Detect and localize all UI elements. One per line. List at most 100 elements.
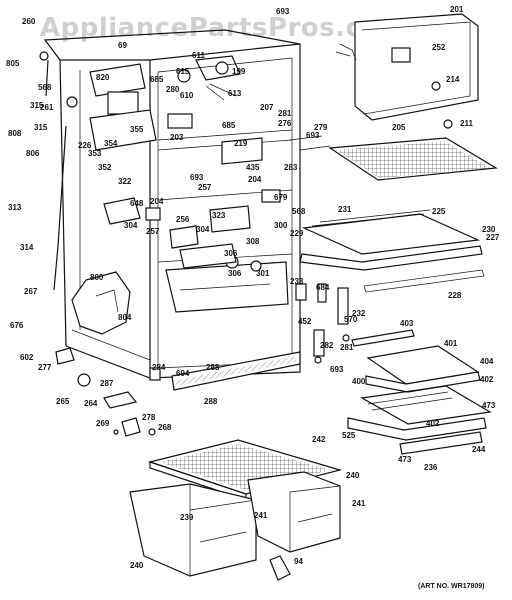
art-number: (ART NO. WR17809) <box>418 583 485 590</box>
callout-693: 693 <box>330 365 344 374</box>
callout-315: 315 <box>34 123 48 132</box>
slide-shelf-401 <box>351 329 481 393</box>
callout-402: 402 <box>480 375 494 384</box>
bottom-grille <box>55 347 301 437</box>
wire-shelf-205 <box>328 119 498 181</box>
callout-806: 806 <box>26 149 40 158</box>
callout-570: 570 <box>344 315 358 324</box>
callout-242: 242 <box>312 435 326 444</box>
callout-400: 400 <box>352 377 366 386</box>
callout-277: 277 <box>38 363 52 372</box>
callout-281: 281 <box>278 109 292 118</box>
callout-435: 435 <box>246 163 260 172</box>
callout-568: 568 <box>292 207 306 216</box>
callout-257: 257 <box>146 227 160 236</box>
callout-241: 241 <box>254 511 268 520</box>
callout-228: 228 <box>448 291 462 300</box>
callout-304: 304 <box>196 225 210 234</box>
callout-693: 693 <box>306 131 320 140</box>
callout-260: 260 <box>22 17 36 26</box>
callout-281: 281 <box>340 343 354 352</box>
back-panel <box>335 13 479 121</box>
callout-353: 353 <box>88 149 102 158</box>
callout-252: 252 <box>432 43 446 52</box>
callout-820: 820 <box>96 73 110 82</box>
callout-205: 205 <box>392 123 406 132</box>
callout-240: 240 <box>130 561 144 570</box>
callout-800: 800 <box>90 273 104 282</box>
callout-226: 226 <box>78 141 92 150</box>
callout-214: 214 <box>446 75 460 84</box>
callout-610: 610 <box>180 91 194 100</box>
callout-230: 230 <box>482 225 496 234</box>
callout-69: 69 <box>118 41 127 50</box>
callout-219: 219 <box>234 139 248 148</box>
callout-267: 267 <box>24 287 38 296</box>
meat-pan-236 <box>347 385 492 455</box>
callout-684: 684 <box>316 283 330 292</box>
callout-232: 232 <box>352 309 366 318</box>
callout-287: 287 <box>100 379 114 388</box>
callout-611: 611 <box>192 51 205 60</box>
callout-204: 204 <box>150 197 164 206</box>
callout-473: 473 <box>398 455 412 464</box>
callout-244: 244 <box>472 445 486 454</box>
callout-239: 239 <box>180 513 194 522</box>
callout-808: 808 <box>8 129 22 138</box>
callout-404: 404 <box>480 357 494 366</box>
callout-354: 354 <box>104 139 118 148</box>
callout-278: 278 <box>142 413 156 422</box>
callout-323: 323 <box>212 211 226 220</box>
callout-276: 276 <box>278 119 292 128</box>
callout-279: 279 <box>314 123 328 132</box>
callout-201: 201 <box>450 5 464 14</box>
watermark-text: AppliancePartsPros.com <box>40 13 407 43</box>
callout-231: 231 <box>338 205 352 214</box>
callout-225: 225 <box>432 207 446 216</box>
detail-800 <box>71 271 131 335</box>
callout-306: 306 <box>228 269 242 278</box>
callout-805: 805 <box>6 59 20 68</box>
callout-207: 207 <box>260 103 274 112</box>
callout-352: 352 <box>98 163 112 172</box>
shelf-supports <box>295 283 350 364</box>
callout-602: 602 <box>20 353 34 362</box>
callout-304: 304 <box>124 221 138 230</box>
callout-199: 199 <box>232 67 246 76</box>
callout-300: 300 <box>274 221 288 230</box>
callout-452: 452 <box>298 317 312 326</box>
callout-315: 315 <box>30 101 44 110</box>
callout-268: 268 <box>158 423 172 432</box>
callout-280: 280 <box>166 85 180 94</box>
callout-284: 284 <box>152 363 166 372</box>
callout-227: 227 <box>486 233 500 242</box>
callout-288: 288 <box>206 363 220 372</box>
callout-568: 568 <box>38 83 52 92</box>
callout-314: 314 <box>20 243 34 252</box>
callout-269: 269 <box>96 419 110 428</box>
callout-308: 308 <box>246 237 260 246</box>
callout-236: 236 <box>424 463 438 472</box>
callout-685: 685 <box>150 75 164 84</box>
callout-473: 473 <box>482 401 496 410</box>
callout-288: 288 <box>204 397 218 406</box>
callout-525: 525 <box>342 431 356 440</box>
callout-229: 229 <box>290 229 304 238</box>
callout-355: 355 <box>130 125 144 134</box>
callout-615: 615 <box>176 67 190 76</box>
callout-693: 693 <box>276 7 290 16</box>
callout-265: 265 <box>56 397 70 406</box>
callout-804: 804 <box>118 313 132 322</box>
callout-240: 240 <box>346 471 360 480</box>
callout-676: 676 <box>10 321 24 330</box>
callout-203: 203 <box>170 133 184 142</box>
callout-233: 233 <box>290 277 304 286</box>
callout-313: 313 <box>8 203 22 212</box>
crisper-drawers <box>129 471 341 581</box>
callout-648: 648 <box>130 199 144 208</box>
callout-401: 401 <box>444 339 458 348</box>
callout-256: 256 <box>176 215 190 224</box>
callout-261: 261 <box>40 103 54 112</box>
callout-402: 402 <box>426 419 440 428</box>
